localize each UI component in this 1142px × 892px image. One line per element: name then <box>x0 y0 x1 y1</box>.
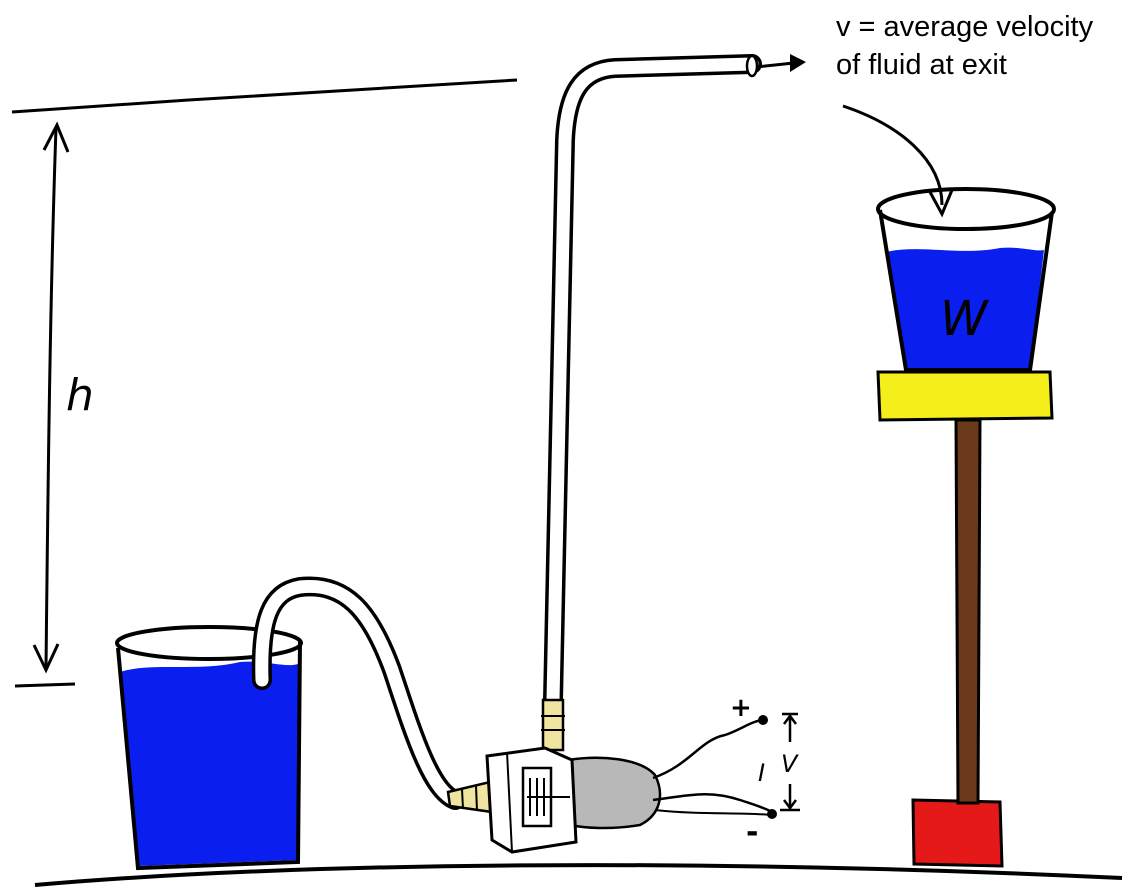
pump-motor <box>566 756 662 830</box>
ground-line <box>34 863 1123 887</box>
exit-arrow <box>755 54 806 72</box>
voltage-label: V <box>781 750 799 778</box>
outlet-tube <box>543 54 762 710</box>
beaker-water <box>120 661 298 866</box>
inlet-fitting <box>446 780 494 814</box>
outlet-fitting <box>541 698 565 752</box>
stand-post <box>954 418 982 805</box>
electrical-leads <box>652 715 777 819</box>
annotation-line-2: of fluid at exit <box>836 49 1007 81</box>
weight-label: W <box>940 291 989 347</box>
pump-body <box>485 746 578 854</box>
collection-stand <box>876 370 1054 868</box>
negative-terminal-label: - <box>746 815 758 850</box>
height-base-line <box>14 682 76 688</box>
collection-cup <box>876 187 1056 372</box>
source-beaker <box>115 625 303 871</box>
current-label: I <box>758 759 765 787</box>
stand-platform <box>876 370 1054 422</box>
inlet-tube <box>251 576 465 810</box>
stand-base <box>911 798 1004 868</box>
height-label: h <box>66 370 94 421</box>
annotation-line-1: v = average velocity <box>836 11 1094 43</box>
positive-terminal-label: + <box>730 693 752 723</box>
height-arrow <box>32 121 70 674</box>
height-reference-line <box>11 78 518 114</box>
voltage-bracket <box>780 712 800 812</box>
cup-water <box>886 247 1044 370</box>
